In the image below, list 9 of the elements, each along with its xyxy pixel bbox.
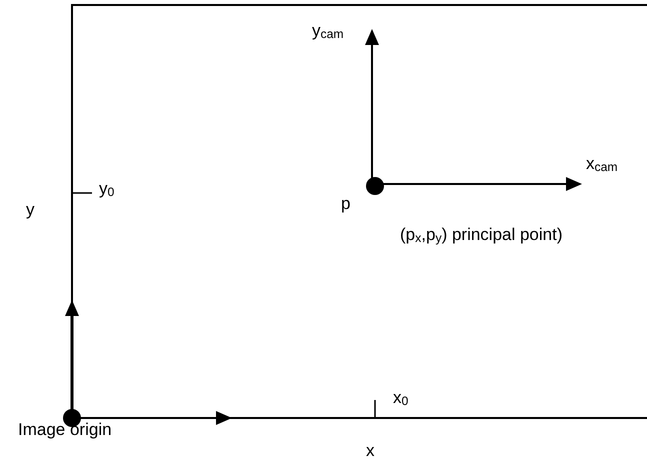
axis-label: y$_{cam}$	[312, 22, 344, 41]
point-label: p	[341, 195, 350, 214]
tick-label: y$_{0}$	[99, 180, 114, 199]
axis-label: x$_{cam}$	[586, 155, 618, 174]
annotation-text: Image origin	[18, 421, 112, 440]
tick-label: x$_{0}$	[393, 389, 408, 408]
axis-label: y	[26, 201, 34, 220]
axis-label: x	[366, 442, 374, 461]
annotation-text: (p$_{x}$,p$_{y}$) principal point)	[400, 226, 563, 245]
